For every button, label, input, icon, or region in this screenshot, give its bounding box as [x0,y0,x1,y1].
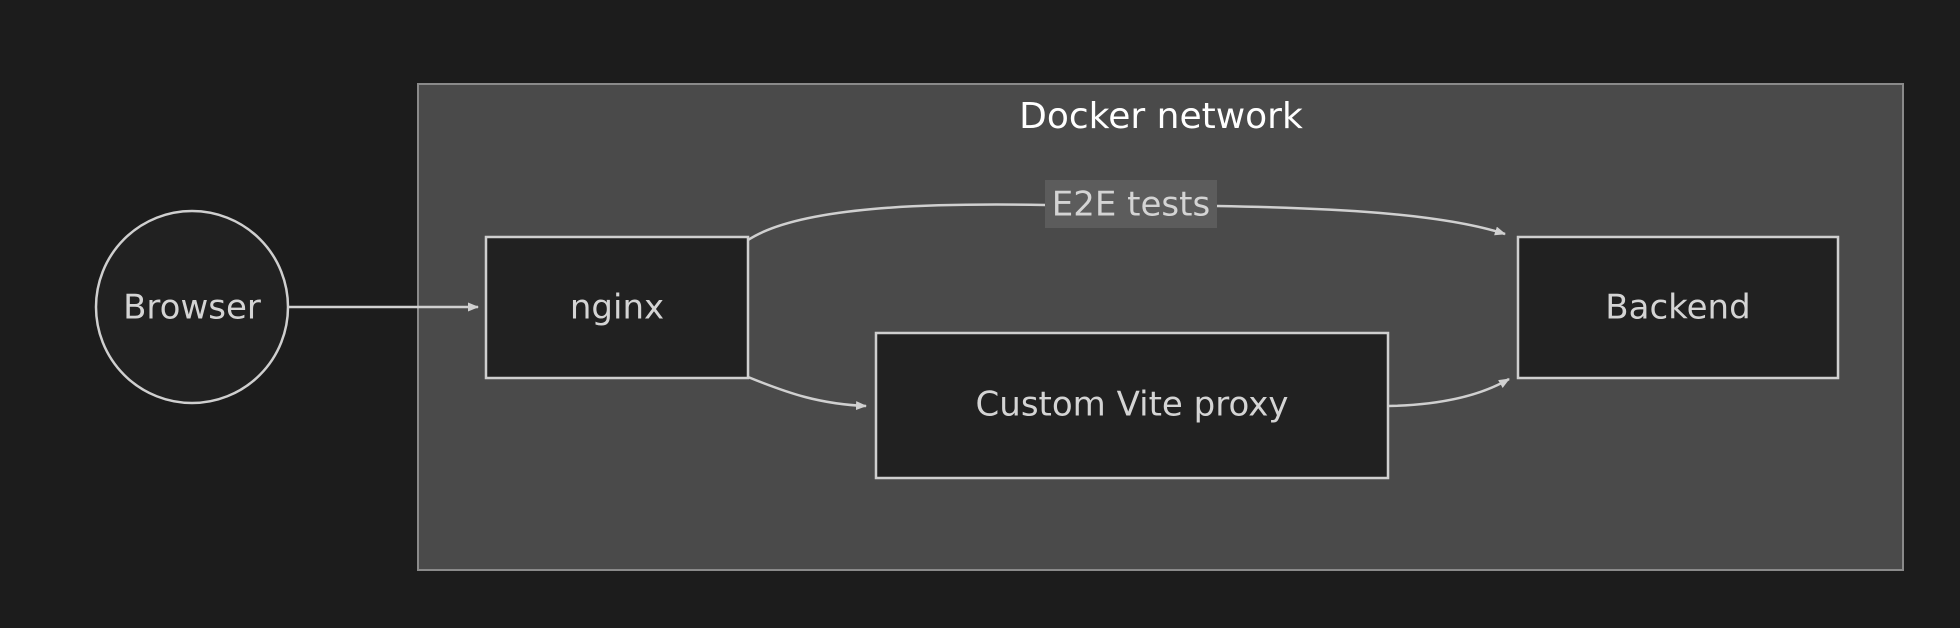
edge-label-e2e-tests-background [1045,180,1217,228]
edge-vite-proxy-to-backend [1387,377,1510,408]
docker-network-title: Docker network [1019,96,1303,137]
node-nginx-label: nginx [570,288,664,328]
node-vite-proxy-label: Custom Vite proxy [976,385,1289,425]
node-backend-label: Backend [1605,288,1750,328]
edge-label-e2e-tests: E2E tests [1052,185,1210,225]
node-vite-proxy[interactable] [874,331,1390,480]
edge-nginx-to-vite-proxy [747,375,867,411]
node-backend[interactable] [1516,235,1840,380]
node-browser[interactable] [94,209,290,405]
node-nginx[interactable] [484,235,750,380]
node-browser-label: Browser [123,288,261,328]
